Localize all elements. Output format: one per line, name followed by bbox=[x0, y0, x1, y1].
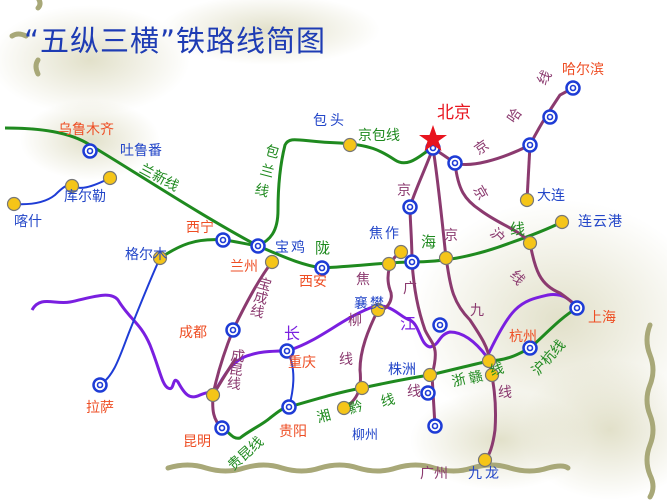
label-longhai-2: 海 bbox=[421, 233, 437, 251]
label-longhai-1: 陇 bbox=[315, 239, 331, 257]
label-jingjiu-1: 京 bbox=[444, 228, 458, 244]
city-chengdu: 成都 bbox=[179, 325, 207, 341]
city-urumqi: 乌鲁木齐 bbox=[58, 122, 114, 138]
city-xian: 西安 bbox=[299, 274, 327, 290]
city-turpan: 吐鲁番 bbox=[120, 143, 162, 159]
label-jiaoliu-2: 柳 bbox=[348, 313, 362, 329]
baocheng-railway bbox=[211, 261, 274, 430]
dalian-branch bbox=[525, 144, 532, 201]
station-korla-yellow bbox=[64, 178, 80, 194]
city-dalian: 大连 bbox=[537, 188, 565, 204]
jingjiu-railway bbox=[431, 147, 498, 462]
city-jiaozuo: 焦作 bbox=[369, 226, 401, 242]
city-baotou: 包头 bbox=[313, 113, 347, 129]
city-golmud: 格尔木 bbox=[125, 247, 167, 263]
city-lianyungang: 连云港 bbox=[578, 214, 623, 230]
label-longhai-3: 线 bbox=[510, 220, 526, 238]
jingha-railway bbox=[432, 86, 574, 166]
city-baoji: 宝鸡 bbox=[275, 240, 307, 256]
decorative-border bbox=[9, 0, 656, 500]
city-zhuzhou: 株洲 bbox=[388, 362, 416, 378]
label-jingguang-1: 京 bbox=[397, 183, 411, 199]
lanxin-railway bbox=[4, 126, 259, 248]
label-jingjiu-3: 线 bbox=[498, 385, 512, 401]
city-xiangfan: 襄樊 bbox=[354, 296, 386, 312]
city-beijing: 北京 bbox=[437, 103, 471, 123]
city-kunming: 昆明 bbox=[183, 434, 211, 450]
qinghai-tibet-railway bbox=[159, 238, 259, 260]
beijing-star-icon bbox=[419, 125, 447, 151]
city-guangzhou: 广州 bbox=[420, 466, 448, 482]
label-changjiang-1: 长 bbox=[284, 324, 301, 343]
golmud-lhasa-railway bbox=[99, 257, 161, 386]
city-hangzhou: 杭州 bbox=[509, 329, 537, 345]
city-xining: 西宁 bbox=[186, 220, 214, 236]
label-changjiang-2: 江 bbox=[400, 314, 417, 333]
label-jiaoliu-3: 线 bbox=[339, 352, 353, 368]
city-korla: 库尔勒 bbox=[64, 189, 106, 205]
city-liuzhou: 柳州 bbox=[352, 428, 379, 443]
city-lanzhou: 兰州 bbox=[230, 259, 258, 275]
city-kowloon: 九龙 bbox=[468, 466, 502, 482]
baolan-railway bbox=[257, 138, 434, 248]
city-harbin: 哈尔滨 bbox=[562, 62, 604, 78]
city-kashgar: 喀什 bbox=[14, 214, 42, 230]
page-title: “五纵三横”铁路线简图 bbox=[24, 24, 327, 58]
label-jingguang-2: 广 bbox=[403, 281, 417, 297]
label-jingjiu-2: 九 bbox=[470, 303, 484, 319]
city-lhasa: 拉萨 bbox=[86, 400, 114, 416]
label-jingguang-3: 线 bbox=[407, 384, 421, 400]
city-guiyang: 贵阳 bbox=[279, 424, 307, 440]
city-shanghai: 上海 bbox=[588, 310, 616, 326]
nanjiang-railway bbox=[13, 177, 111, 206]
label-jiaoliu-1: 焦 bbox=[356, 272, 370, 288]
label-jingbao: 京包线 bbox=[358, 128, 400, 144]
city-chongqing: 重庆 bbox=[288, 355, 316, 371]
